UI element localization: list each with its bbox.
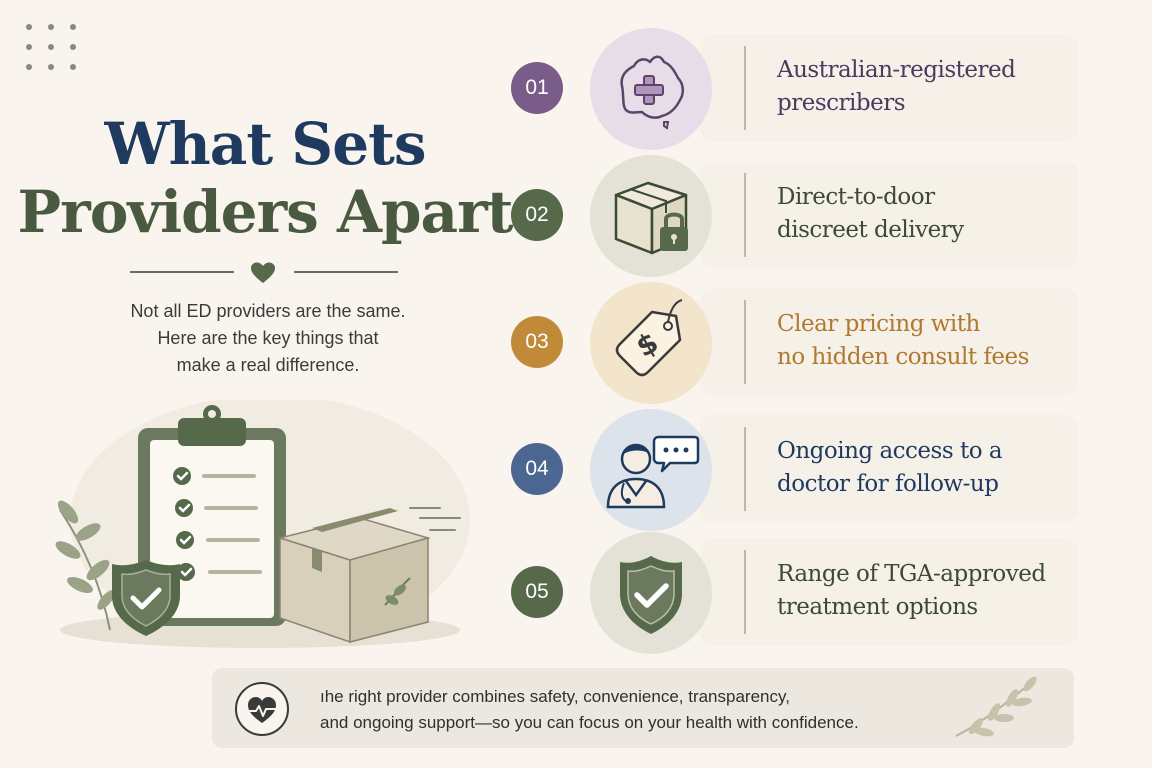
feature-label-line-1: Australian-registered bbox=[777, 57, 1016, 83]
locked-package-icon bbox=[590, 155, 712, 277]
feature-card bbox=[700, 288, 1078, 396]
feature-label: Australian-registered prescribers bbox=[777, 54, 1077, 120]
feature-label: Ongoing access to a doctor for follow-up bbox=[777, 435, 1077, 501]
feature-label: Range of TGA-approved treatment options bbox=[777, 558, 1077, 624]
clipboard-package-illustration bbox=[55, 400, 470, 648]
feature-label-line-1: Range of TGA-approved bbox=[777, 561, 1046, 587]
feature-number-badge: 01 bbox=[511, 62, 563, 114]
feature-number-badge: 03 bbox=[511, 316, 563, 368]
feature-card bbox=[700, 161, 1078, 269]
decorative-dots bbox=[26, 24, 82, 76]
feature-label-line-1: Clear pricing with bbox=[777, 311, 980, 337]
item-divider bbox=[744, 300, 746, 384]
feature-label-line-1: Direct-to-door bbox=[777, 184, 935, 210]
feature-number-badge: 04 bbox=[511, 443, 563, 495]
feature-item-05: 05 Range of TGA-approved treatment optio… bbox=[500, 532, 1080, 654]
australia-map-cross-icon bbox=[590, 28, 712, 150]
leaf-sprig-icon bbox=[955, 676, 1037, 737]
price-tag-dollar-icon: $ bbox=[590, 282, 712, 404]
feature-number-badge: 05 bbox=[511, 566, 563, 618]
intro-line-2: Here are the key things that bbox=[157, 328, 379, 348]
shield-check-icon bbox=[112, 560, 180, 636]
feature-label: Clear pricing with no hidden consult fee… bbox=[777, 308, 1077, 374]
feature-item-04: 04 Ongoing access to a doctor for follow… bbox=[500, 409, 1080, 531]
clipboard-icon bbox=[138, 405, 286, 626]
item-divider bbox=[744, 173, 746, 257]
summary-banner: ıhe right provider combines safety, conv… bbox=[212, 668, 1074, 748]
feature-label-line-2: doctor for follow-up bbox=[777, 471, 999, 497]
doctor-chat-icon bbox=[590, 409, 712, 531]
feature-number-badge: 02 bbox=[511, 189, 563, 241]
summary-line-1: ıhe right provider combines safety, conv… bbox=[320, 687, 790, 706]
intro-line-1: Not all ED providers are the same. bbox=[130, 301, 406, 321]
title-divider bbox=[130, 262, 398, 283]
feature-label: Direct-to-door discreet delivery bbox=[777, 181, 1077, 247]
page-title: What Sets Providers Apart bbox=[0, 110, 530, 246]
feature-label-line-2: no hidden consult fees bbox=[777, 344, 1029, 370]
feature-card bbox=[700, 34, 1078, 142]
summary-line-2: and ongoing support—so you can focus on … bbox=[320, 713, 859, 732]
feature-label-line-1: Ongoing access to a bbox=[777, 438, 1003, 464]
feature-label-line-2: prescribers bbox=[777, 90, 906, 116]
feature-item-03: 03 $ Clear pricing with no hidden consul… bbox=[500, 282, 1080, 404]
feature-card bbox=[700, 538, 1078, 646]
heart-icon bbox=[251, 262, 275, 283]
feature-label-line-2: discreet delivery bbox=[777, 217, 964, 243]
title-line-2: Providers Apart bbox=[17, 178, 514, 246]
feature-item-01: 01 Australian-registered prescribers bbox=[500, 28, 1080, 150]
heart-pulse-icon bbox=[235, 682, 289, 736]
intro-line-3: make a real difference. bbox=[176, 355, 360, 375]
feature-item-02: 02 Direct-to-door discreet delivery bbox=[500, 155, 1080, 277]
item-divider bbox=[744, 46, 746, 130]
feature-label-line-2: treatment options bbox=[777, 594, 978, 620]
summary-text: ıhe right provider combines safety, conv… bbox=[320, 684, 859, 736]
intro-text: Not all ED providers are the same. Here … bbox=[98, 298, 438, 379]
title-line-1: What Sets bbox=[104, 110, 426, 178]
item-divider bbox=[744, 427, 746, 511]
shield-check-icon bbox=[590, 532, 712, 654]
package-icon bbox=[277, 508, 431, 644]
item-divider bbox=[744, 550, 746, 634]
feature-card bbox=[700, 415, 1078, 523]
